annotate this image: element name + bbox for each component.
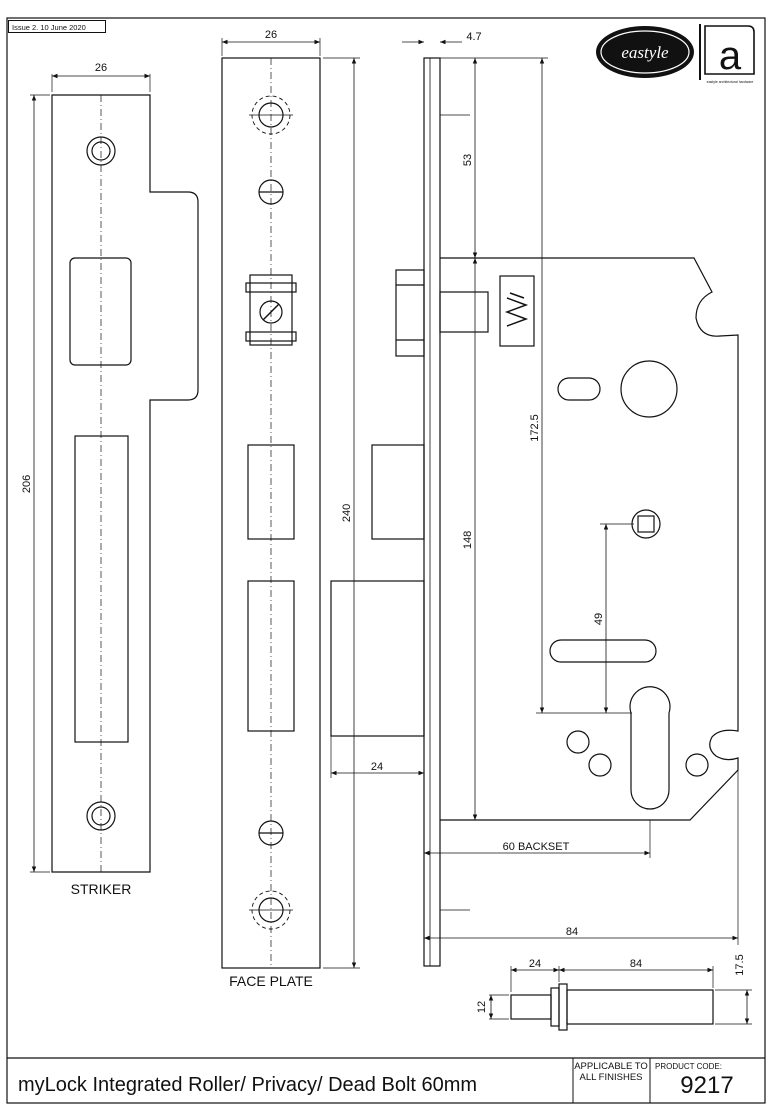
logo-oval xyxy=(596,26,694,78)
logo-letter-a: a xyxy=(719,34,742,78)
lock-square-spindle xyxy=(637,515,655,533)
spindle-dim-17-5-value: 17.5 xyxy=(734,954,746,975)
striker-bolt-slot xyxy=(74,435,129,743)
dim-172-5-value: 172.5 xyxy=(529,414,541,442)
sheet-border xyxy=(6,17,766,1104)
face-plate-bolt-aperture xyxy=(247,580,295,732)
spindle-body xyxy=(566,989,714,1025)
striker-view xyxy=(30,73,199,873)
face-plate-label: FACE PLATE xyxy=(229,973,313,989)
spindle-pin xyxy=(510,994,552,1020)
lock-spring-housing xyxy=(499,275,535,347)
dim-148-value: 148 xyxy=(462,531,474,549)
striker-label: STRIKER xyxy=(71,881,132,897)
lock-square-spindle-boss xyxy=(631,509,661,539)
striker-outline xyxy=(51,94,199,873)
striker-screw-hole-top xyxy=(86,136,116,166)
spindle-dim-84-value: 84 xyxy=(630,958,642,970)
brand-logo: eastyle a eastyle architectural hardware xyxy=(596,24,755,84)
lock-case-outline xyxy=(440,257,739,821)
spindle-flange xyxy=(558,983,568,1031)
backset-value: 60 BACKSET xyxy=(503,841,570,853)
dim-49-value: 49 xyxy=(593,613,605,625)
spindle-dim-12-value: 12 xyxy=(476,1001,488,1013)
spindle-view xyxy=(488,966,752,1031)
lock-euro-cylinder-cutout xyxy=(629,686,671,810)
dim-53-value: 53 xyxy=(462,154,474,166)
spindle-dim-24-value: 24 xyxy=(529,958,541,970)
applicable-finishes-note: APPLICABLE TO ALL FINISHES xyxy=(574,1061,648,1083)
dim-24-value: 24 xyxy=(371,761,383,773)
face-plate-view xyxy=(221,38,360,969)
face-plate-latch-aperture xyxy=(247,444,295,540)
lock-roller-shaft xyxy=(439,291,489,333)
face-plate-width-value: 26 xyxy=(265,29,277,41)
lock-slot-upper xyxy=(557,377,601,401)
face-plate-roller-adjust-screw xyxy=(259,300,283,324)
lock-fixing-hole-2 xyxy=(588,753,612,777)
lock-fixing-hole-1 xyxy=(566,730,590,754)
lock-fixing-hole-3 xyxy=(685,753,709,777)
forend-thickness-value: 4.7 xyxy=(466,31,481,43)
lock-spring xyxy=(504,297,529,327)
drawing-title: myLock Integrated Roller/ Privacy/ Dead … xyxy=(18,1074,478,1096)
face-plate-roller-band-top xyxy=(245,282,297,293)
case-depth-value: 84 xyxy=(566,926,578,938)
lock-roller-housing xyxy=(395,269,425,357)
logo-a-frame xyxy=(704,25,755,75)
face-plate-roller-band-bottom xyxy=(245,331,297,342)
product-code: 9217 xyxy=(680,1072,734,1099)
face-plate-roller-aperture xyxy=(249,274,293,346)
lock-follower-hole xyxy=(620,360,678,418)
lock-slot-lower xyxy=(549,639,657,663)
striker-width-value: 26 xyxy=(95,62,107,74)
lock-latch-bolt xyxy=(371,444,425,540)
striker-screw-hole-top-inner xyxy=(91,141,111,161)
logo-wordmark: eastyle xyxy=(621,43,669,62)
face-plate-height-value: 240 xyxy=(341,504,353,522)
striker-height-value: 206 xyxy=(21,475,33,493)
lock-dead-bolt xyxy=(330,580,425,737)
issue-stamp: Issue 2. 10 June 2020 xyxy=(8,20,106,33)
lock-body-view xyxy=(330,39,739,967)
logo-tagline: eastyle architectural hardware xyxy=(707,80,754,84)
product-code-label: PRODUCT CODE: xyxy=(655,1062,722,1071)
striker-roller-slot xyxy=(69,257,132,366)
lock-forend xyxy=(423,57,441,967)
spindle-collar xyxy=(550,987,560,1027)
striker-screw-hole-bottom xyxy=(86,801,116,831)
striker-screw-hole-bottom-inner xyxy=(91,806,111,826)
